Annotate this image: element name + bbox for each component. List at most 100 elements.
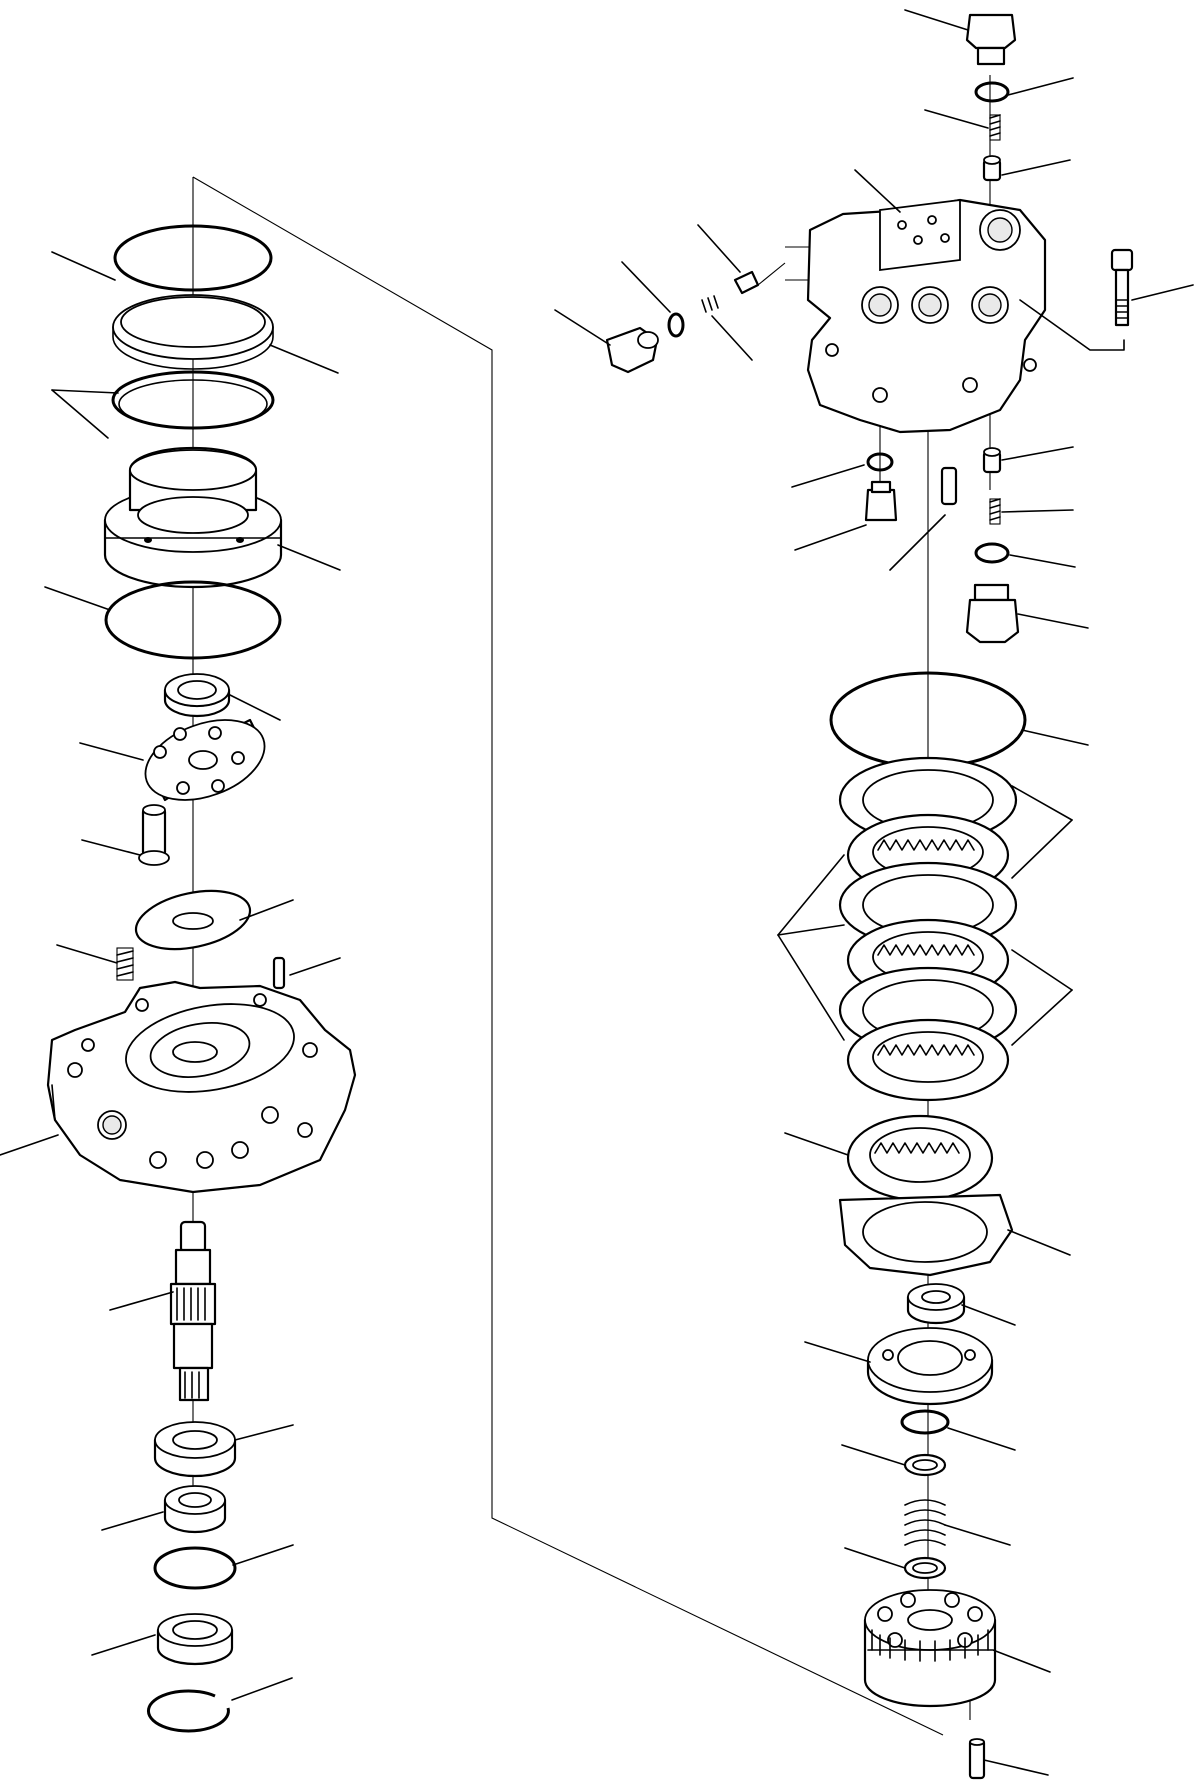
- leader-line: [79, 742, 144, 761]
- leader-line: [51, 389, 119, 394]
- leader-line: [777, 924, 845, 936]
- leader-line: [229, 694, 281, 721]
- leader-line: [777, 934, 845, 1041]
- leader-line: [101, 1511, 164, 1531]
- spring-left: [116, 947, 134, 981]
- leader-lines: [0, 9, 1194, 1776]
- leader-line: [1021, 729, 1089, 746]
- leader-line: [1009, 554, 1076, 568]
- leader-line: [269, 344, 339, 374]
- roller-bearing-right: [906, 1283, 966, 1325]
- brake-piston: [103, 446, 283, 589]
- retaining-ring-right: [900, 1409, 950, 1435]
- spring-relief-lower: [989, 498, 1001, 525]
- leader-line: [854, 169, 901, 213]
- leader-line: [841, 1444, 906, 1466]
- spring-relief-top: [989, 114, 1001, 141]
- snap-ring: [146, 1689, 230, 1733]
- leader-line: [889, 514, 946, 571]
- poppet-lower: [982, 447, 1002, 474]
- leader-line: [1001, 446, 1074, 461]
- leader-line: [983, 1759, 1049, 1776]
- o-ring-relief-lower: [974, 542, 1010, 564]
- check-valve-side: [733, 270, 760, 295]
- leader-line: [992, 1649, 1051, 1673]
- leader-line: [1017, 613, 1089, 629]
- leader-line: [232, 1544, 294, 1566]
- leader-line: [777, 854, 845, 936]
- relief-valve-plug-top: [965, 13, 1017, 66]
- swash-plate: [144, 718, 266, 802]
- leader-line: [1131, 284, 1194, 301]
- leader-line: [51, 389, 109, 439]
- spacer-collar: [163, 1485, 227, 1534]
- leader-line: [51, 251, 116, 281]
- needle-bearing: [163, 673, 231, 718]
- leader-line: [844, 1547, 906, 1569]
- cap-screw: [1110, 248, 1134, 327]
- valve-plate: [866, 1327, 994, 1406]
- plug-port-left: [864, 480, 898, 522]
- leader-line: [554, 309, 611, 346]
- leader-line: [961, 1304, 1016, 1326]
- o-ring-top: [113, 224, 273, 292]
- leader-line: [234, 1424, 294, 1441]
- separator-plate-bottom: [838, 1193, 1014, 1277]
- leader-line: [791, 464, 865, 488]
- leader-line: [1011, 785, 1073, 821]
- leader-line: [944, 1524, 1011, 1546]
- leader-line: [947, 1427, 1016, 1451]
- leader-line: [1019, 299, 1125, 351]
- leader-line: [711, 315, 753, 361]
- right-assembly: [605, 13, 1134, 1780]
- leader-line: [1007, 1229, 1071, 1256]
- o-ring-piston: [104, 580, 282, 660]
- leader-line: [56, 944, 118, 964]
- motor-case: [46, 980, 357, 1194]
- friction-disc-3: [846, 1018, 1010, 1102]
- spring-side: [701, 295, 719, 313]
- leader-line: [784, 1132, 849, 1156]
- left-assembly: [46, 224, 357, 1733]
- spring-seat-upper: [903, 1453, 947, 1477]
- leader-line: [924, 109, 989, 129]
- o-ring-port-left: [866, 452, 894, 472]
- leader-line: [81, 839, 141, 856]
- cylinder-block: [863, 1589, 997, 1708]
- o-ring-side: [667, 312, 685, 338]
- cylinder-spring: [904, 1499, 946, 1546]
- poppet-top: [982, 155, 1002, 182]
- leader-line: [1007, 77, 1074, 96]
- leader-line: [109, 1291, 174, 1311]
- drive-shaft: [169, 1220, 217, 1402]
- leader-line: [91, 1634, 156, 1656]
- dowel-pin-body: [940, 466, 958, 506]
- leader-line: [794, 524, 867, 551]
- leader-line: [1001, 509, 1074, 513]
- dowel-pin-left: [272, 956, 286, 990]
- leader-line: [277, 544, 341, 571]
- friction-disc-bottom: [846, 1114, 994, 1202]
- leader-line: [1011, 989, 1073, 1046]
- o-ring-pair-lower: [118, 379, 268, 429]
- leader-line: [0, 1134, 59, 1156]
- spring-seat-lower: [903, 1556, 947, 1580]
- leader-line: [239, 899, 294, 921]
- leader-line: [804, 1341, 871, 1363]
- leader-line: [904, 9, 969, 31]
- oil-seal: [156, 1613, 234, 1666]
- thrust-washer: [134, 889, 252, 951]
- leader-line: [1011, 819, 1073, 879]
- dowel-pin-bottom: [968, 1738, 986, 1780]
- leader-line: [697, 224, 741, 273]
- leader-line: [44, 586, 111, 611]
- leader-line: [1011, 949, 1073, 991]
- leader-line: [621, 261, 671, 313]
- o-ring-shaft: [153, 1546, 237, 1590]
- leader-line: [289, 957, 341, 976]
- valve-body: [806, 198, 1047, 434]
- leader-line: [231, 1677, 293, 1701]
- o-ring-relief-top: [974, 81, 1010, 103]
- shoe-pin: [138, 804, 170, 866]
